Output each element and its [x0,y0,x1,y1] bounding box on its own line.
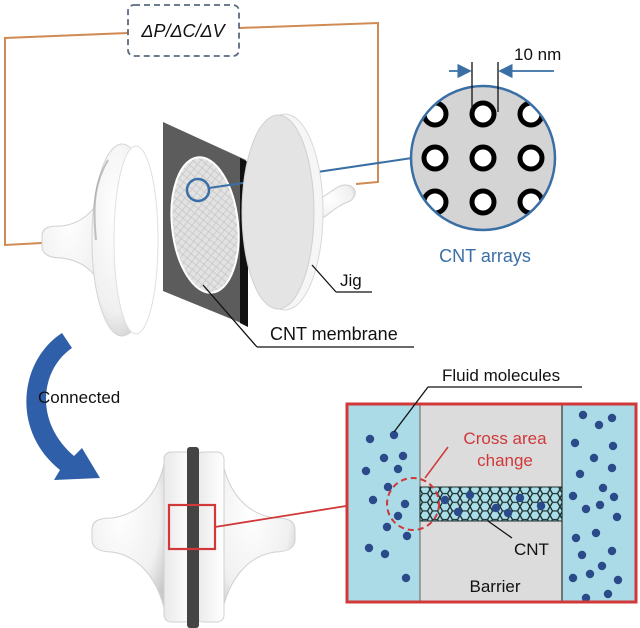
circuit-wire-left [4,32,129,247]
connected-label: Connected [38,388,120,407]
fluid-molecule [393,464,403,474]
measurement-label: ΔP/ΔC/ΔV [140,21,226,41]
fluid-molecules-label: Fluid molecules [442,366,560,385]
cnt-membrane-label: CNT membrane [270,324,398,344]
fluid-molecule [568,491,578,501]
fluid-molecule [589,453,599,463]
fluid-molecules-leader [393,386,429,433]
cnt-pore [376,103,398,125]
cnt-pore [568,59,590,81]
cnt-pore [568,235,590,257]
cnt-pore [376,235,398,257]
magnified-spot [185,177,211,203]
circuit-wire-right [238,21,379,185]
cnt-pore [376,59,398,81]
scale-label: 10 nm [514,45,561,64]
cnt-label: CNT [514,540,549,559]
fluid-molecule [465,490,475,500]
fluid-molecule [515,493,525,503]
fluid-molecule [398,451,408,461]
cnt-pore [376,191,398,213]
fluid-molecule [400,499,410,509]
cnt-pore [376,147,398,169]
cnt-pore [469,144,497,172]
fluid-molecule [568,573,578,583]
cnt-arrays-inset: 10 nm CNT arrays [376,45,590,266]
fluid-molecule [603,589,613,599]
connected-arrow: Connected [26,333,120,480]
fluid-molecule [577,550,587,560]
cross-section-border [345,402,638,604]
pore-grid [376,59,590,257]
inset-caption: CNT arrays [439,246,531,266]
fluid-molecule [571,533,581,543]
cross-area-leader [424,446,449,479]
fluid-molecule [595,500,605,510]
fluid-molecule [581,504,591,514]
cross-area-label-line1: Cross area [463,429,547,448]
fluid-molecule [382,522,392,532]
fluid-molecule [607,463,617,473]
fluid-molecule [608,441,618,451]
fluid-molecule [594,420,604,430]
fluid-molecule [607,546,617,556]
cnt-pore [469,100,497,128]
cnt-leader [487,520,513,539]
fluid-molecule [585,569,595,579]
fluid-molecule [364,543,374,553]
fluid-molecule [402,531,412,541]
fluid-molecule [575,469,585,479]
fluid-molecule [389,430,399,440]
fluid-molecule [503,508,513,518]
fluid-molecule [361,466,371,476]
fluid-molecule [613,575,623,585]
fluid-molecule [401,573,411,583]
cnt-pore [469,188,497,216]
fluid-molecule [607,413,617,423]
zoom-leader [214,505,347,528]
jig-leader [311,264,337,293]
cnt-pore [421,144,449,172]
fluid-molecule [612,512,622,522]
fluid-molecule [491,503,501,513]
fluid-molecule [383,482,393,492]
assembled-jig [91,447,347,628]
measurement-box [127,4,240,57]
fluid-molecule [379,453,389,463]
assembled-membrane [187,447,199,628]
fluid-molecule [365,434,375,444]
fluid-molecule [380,549,390,559]
fluid-molecule [597,561,607,571]
cnt-pore [568,147,590,169]
membrane-leader [202,284,258,348]
cross-area-highlight [386,477,440,531]
fluid-molecule [598,483,608,493]
cnt-pore [424,59,446,81]
fluid-left [348,405,420,601]
fluid-molecule [570,438,580,448]
fluid-molecule [578,410,588,420]
curved-arrow-icon [26,333,100,480]
fluid-molecule [393,511,403,521]
fluid-molecule [591,528,601,538]
cnt-pore [517,144,545,172]
fluid-molecule [453,507,463,517]
left-jig [41,143,159,337]
right-jig: Jig [241,113,372,311]
fluid-molecule [440,495,450,505]
measurement-circuit: ΔP/ΔC/ΔV [4,4,379,247]
cross-area-label-line2: change [477,451,533,470]
fluid-molecules [361,410,623,603]
fluid-molecule [609,492,619,502]
jig-label: Jig [340,271,362,290]
barrier-label: Barrier [469,577,520,596]
cnt-pore [472,59,494,81]
fluid-molecule [368,495,378,505]
cross-section-panel: Cross area change CNT Barrier Fluid mole… [345,366,638,604]
fluid-molecule [581,593,591,603]
fluid-molecule [536,501,546,511]
